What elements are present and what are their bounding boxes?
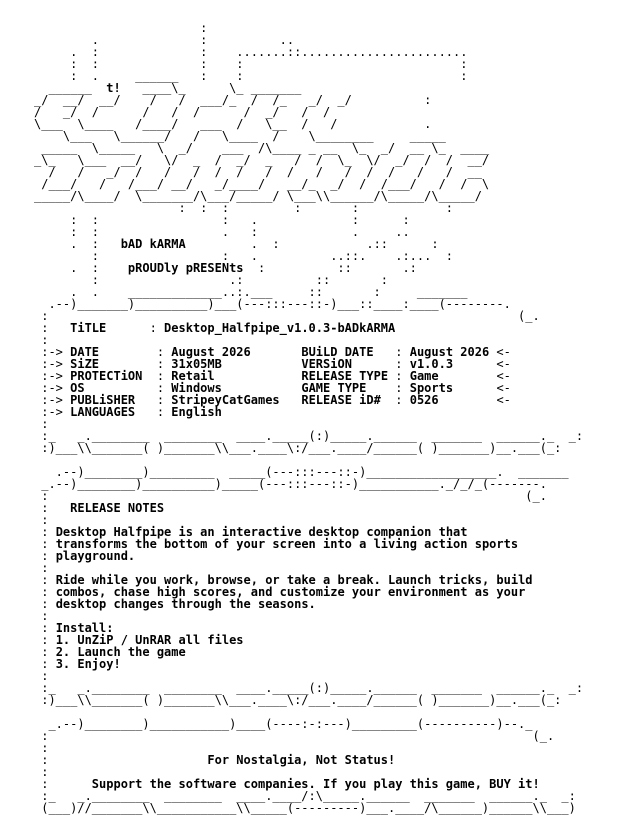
info-right-value-3: Sports (409, 381, 454, 395)
footer-motto: For Nostalgia, Not Status! (207, 753, 396, 767)
notes-p2-line: Ride while you work, browse, or take a b… (55, 573, 533, 587)
install-step: 2. Launch the game (55, 645, 186, 659)
notes-p1-line: Desktop Halfpipe is an interactive deskt… (55, 525, 468, 539)
info-value-5: English (171, 405, 222, 419)
info-right-value-4: 0526 (409, 393, 439, 407)
info-right-label-3: GAME TYPE (301, 381, 367, 395)
info-label-0: DATE (70, 345, 100, 359)
info-value-1: 31x05MB (171, 357, 222, 371)
install-step: 3. Enjoy! (55, 657, 121, 671)
group-name: bAD kARMA (120, 237, 186, 251)
logo-tagline: t! (106, 81, 121, 95)
info-value-2: Retail (171, 369, 215, 383)
notes-p1-line: playground. (55, 549, 136, 563)
group-presents: pROUDly pRESENts (127, 261, 244, 275)
info-label-5: LANGUAGES (70, 405, 136, 419)
info-right-value-1: v1.0.3 (409, 357, 454, 371)
nfo-ascii-art: : . : .. . : : .......::................… (34, 21, 584, 815)
install-heading: Install: (55, 621, 114, 635)
info-value-4: StripeyCatGames (171, 393, 280, 407)
install-step: 1. UnZiP / UnRAR all files (55, 633, 244, 647)
notes-p2-line: combos, chase high scores, and customize… (55, 585, 526, 599)
footer-support: Support the software companies. If you p… (91, 777, 540, 791)
info-right-label-4: RELEASE iD# (301, 393, 381, 407)
info-label-1: SiZE (70, 357, 100, 371)
info-value-0: August 2026 (171, 345, 251, 359)
title-label: TiTLE (70, 321, 107, 335)
info-label-4: PUBLiSHER (70, 393, 136, 407)
info-right-value-2: Game (409, 369, 439, 383)
info-label-3: OS (70, 381, 85, 395)
info-right-label-1: VERSiON (301, 357, 352, 371)
info-value-3: Windows (171, 381, 222, 395)
notes-p2-line: desktop changes through the seasons. (55, 597, 316, 611)
notes-heading: RELEASE NOTES (70, 501, 165, 515)
info-right-value-0: August 2026 (409, 345, 490, 359)
info-right-label-2: RELEASE TYPE (301, 369, 389, 383)
info-label-2: PROTECTiON (70, 369, 143, 383)
title-value: Desktop_Halfpipe_v1.0.3-bADkARMA (164, 321, 396, 335)
info-right-label-0: BUiLD DATE (301, 345, 374, 359)
notes-p1-line: transforms the bottom of your screen int… (55, 537, 519, 551)
